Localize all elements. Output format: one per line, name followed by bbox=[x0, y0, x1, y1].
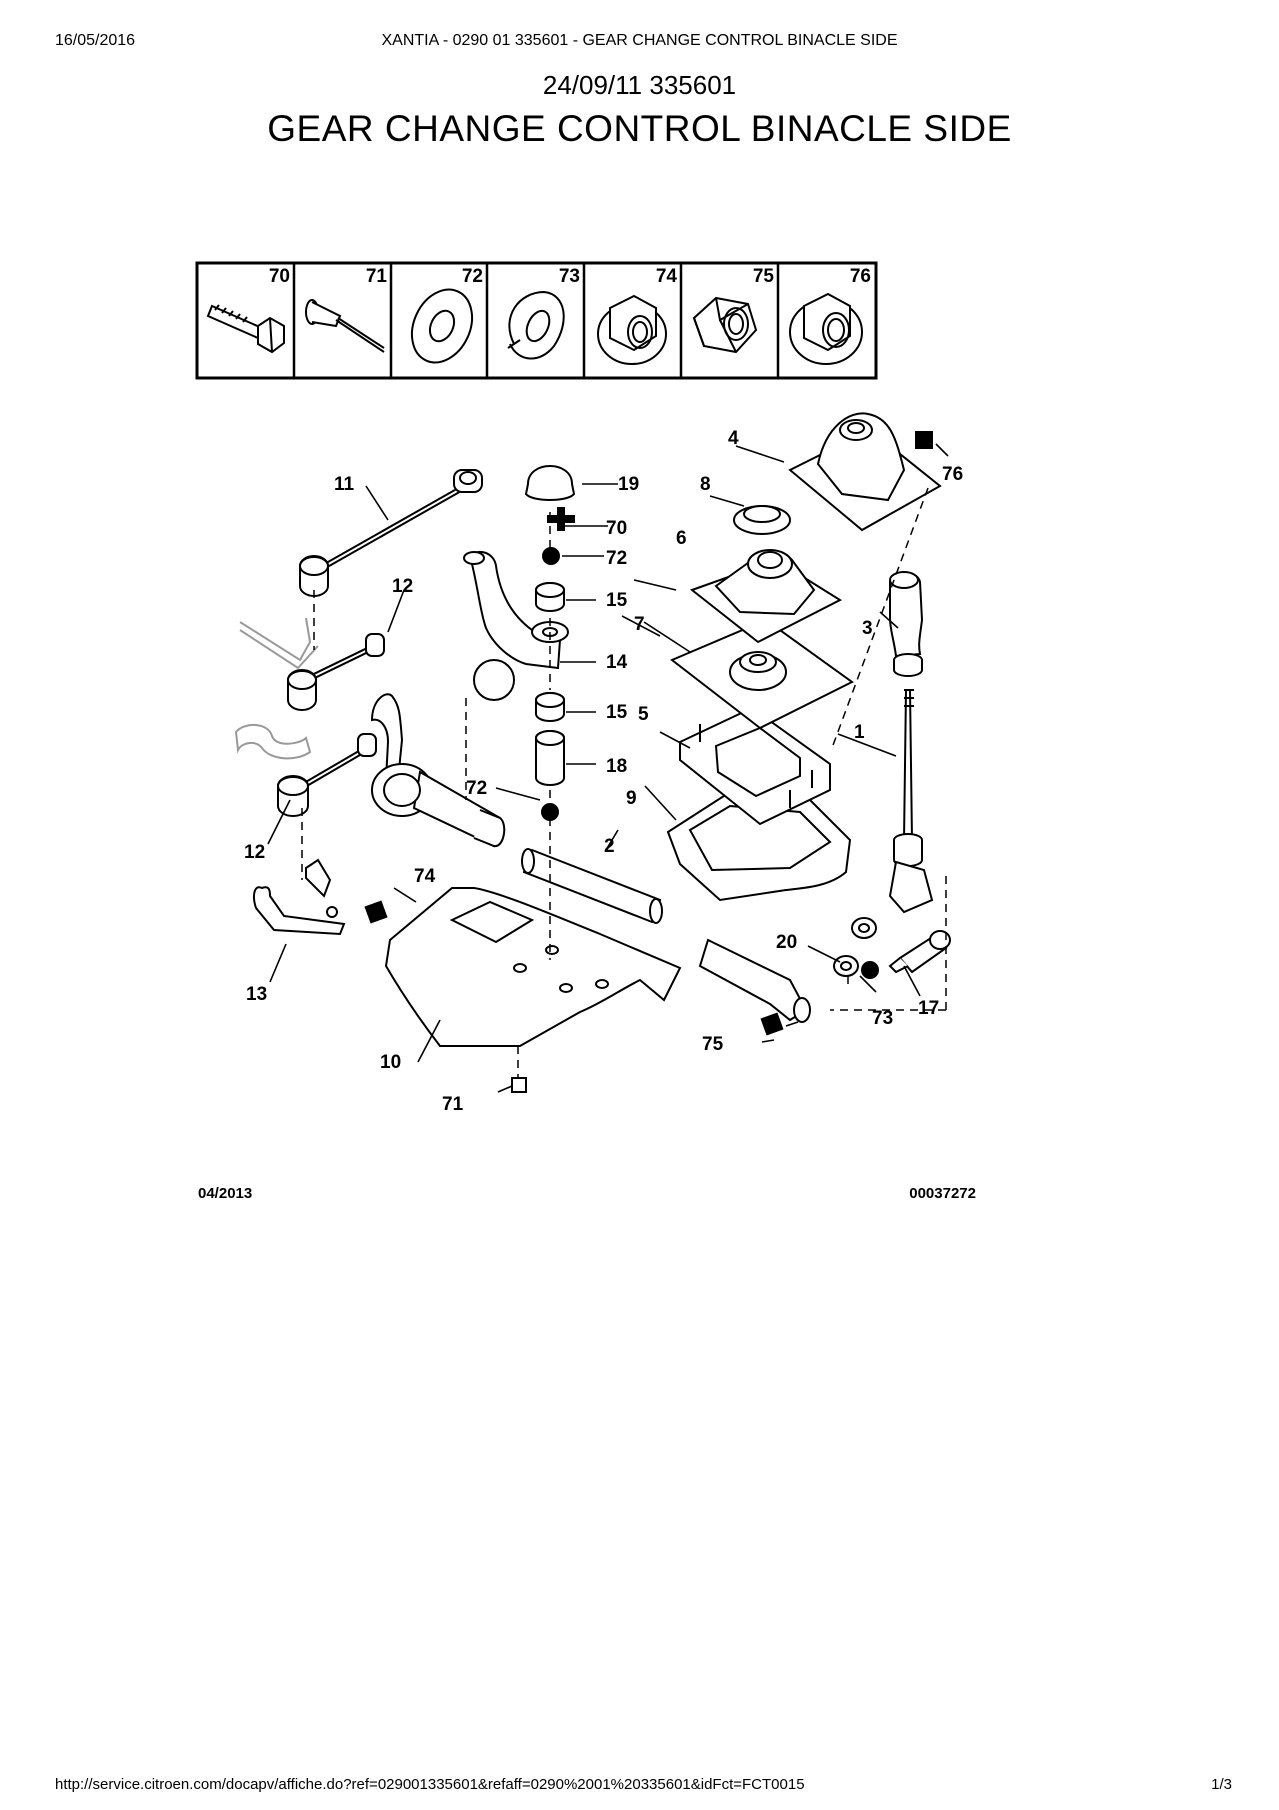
drawing-date-code: 04/2013 bbox=[198, 1185, 252, 1202]
callout: 76 bbox=[942, 464, 963, 485]
link-tube-part bbox=[521, 848, 663, 924]
bush-part bbox=[535, 582, 565, 612]
callout: 1 bbox=[854, 722, 865, 743]
callout-labels: 1 2 3 4 5 6 7 8 9 10 11 12 12 13 14 15 1… bbox=[244, 428, 963, 1115]
callout: 11 bbox=[334, 474, 355, 495]
grommet-part bbox=[733, 505, 791, 535]
pivot-pin-part bbox=[888, 930, 951, 974]
selector-lever-part bbox=[463, 550, 569, 701]
callout: 20 bbox=[776, 932, 797, 953]
rivet-icon bbox=[305, 299, 385, 353]
tray-part bbox=[666, 790, 852, 902]
callout: 73 bbox=[872, 1008, 893, 1029]
symbol-plus-70 bbox=[547, 507, 575, 531]
callout: 5 bbox=[638, 704, 649, 725]
gaiter-housing-part bbox=[788, 412, 942, 532]
lower-link-part bbox=[277, 733, 377, 817]
pivot-bush-part bbox=[833, 955, 859, 977]
document-subtitle: 24/09/11 335601 bbox=[542, 70, 737, 100]
callout: 18 bbox=[606, 756, 627, 777]
callout: 13 bbox=[246, 984, 267, 1005]
table-number: 71 bbox=[366, 266, 388, 287]
table-number: 74 bbox=[656, 266, 678, 287]
callout: 6 bbox=[676, 528, 687, 549]
flange-nut-icon bbox=[789, 292, 863, 365]
callout: 70 bbox=[606, 518, 627, 539]
callout: 12 bbox=[392, 576, 413, 597]
callout: 71 bbox=[442, 1094, 464, 1115]
gasket-part bbox=[670, 618, 854, 730]
page-number: 1/3 bbox=[1211, 1776, 1232, 1793]
gear-lever-part bbox=[888, 689, 934, 914]
flat-washer-icon bbox=[410, 288, 474, 364]
drawing-reference: 00037272 bbox=[909, 1185, 976, 1202]
callout: 74 bbox=[414, 866, 436, 887]
symbol-square-74 bbox=[364, 900, 388, 924]
hardware-table bbox=[195, 261, 878, 380]
knob-part bbox=[889, 571, 924, 677]
hardware-table-numbers: 70 71 72 73 74 75 76 bbox=[269, 266, 871, 287]
link-rod-part bbox=[299, 469, 483, 597]
cap-part bbox=[524, 465, 576, 501]
table-number: 76 bbox=[850, 266, 871, 287]
callout: 10 bbox=[380, 1052, 401, 1073]
callout: 3 bbox=[862, 618, 873, 639]
callout: 72 bbox=[606, 548, 627, 569]
symbol-dot-72 bbox=[541, 803, 559, 821]
hex-nut-icon bbox=[692, 296, 758, 354]
bracket-part bbox=[253, 858, 346, 936]
callout: 4 bbox=[728, 428, 739, 449]
callout: 14 bbox=[606, 652, 628, 673]
source-url: http://service.citroen.com/docapv/affich… bbox=[55, 1776, 805, 1793]
callout: 75 bbox=[702, 1034, 724, 1055]
upper-housing-part bbox=[689, 549, 843, 644]
table-number: 73 bbox=[559, 266, 580, 287]
symbol-square-75 bbox=[760, 1012, 784, 1036]
bolt-icon bbox=[206, 304, 285, 354]
callout: 15 bbox=[606, 702, 628, 723]
symbol-dot-73 bbox=[861, 961, 879, 979]
print-date: 16/05/2016 bbox=[55, 32, 136, 49]
callout: 15 bbox=[606, 590, 628, 611]
callout: 12 bbox=[244, 842, 265, 863]
spring-washer-icon bbox=[507, 290, 565, 360]
symbol-square-71 bbox=[511, 1077, 527, 1093]
bush-part bbox=[535, 692, 565, 722]
fastener-symbols bbox=[364, 431, 933, 1093]
symbol-square-76 bbox=[915, 431, 933, 449]
selector-shaft-part bbox=[371, 763, 506, 848]
document-title: GEAR CHANGE CONTROL BINACLE SIDE bbox=[267, 108, 1012, 149]
flange-nut-icon bbox=[597, 294, 667, 365]
table-number: 70 bbox=[269, 266, 290, 287]
pivot-bush-part bbox=[851, 917, 877, 939]
callout: 72 bbox=[466, 778, 487, 799]
upper-link-part bbox=[287, 633, 385, 711]
table-number: 72 bbox=[462, 266, 483, 287]
print-header-title: XANTIA - 0290 01 335601 - GEAR CHANGE CO… bbox=[381, 32, 898, 49]
leader-lines bbox=[267, 443, 949, 1093]
callout: 7 bbox=[634, 614, 645, 635]
symbol-dot-72 bbox=[542, 547, 560, 565]
callout: 9 bbox=[626, 788, 637, 809]
base-plate-part bbox=[384, 887, 682, 1047]
table-number: 75 bbox=[753, 266, 775, 287]
callout: 2 bbox=[604, 836, 615, 857]
callout: 17 bbox=[918, 998, 939, 1019]
callout: 8 bbox=[700, 474, 711, 495]
exploded-view-drawing bbox=[234, 412, 951, 1047]
callout: 19 bbox=[618, 474, 639, 495]
spacer-part bbox=[535, 730, 565, 786]
